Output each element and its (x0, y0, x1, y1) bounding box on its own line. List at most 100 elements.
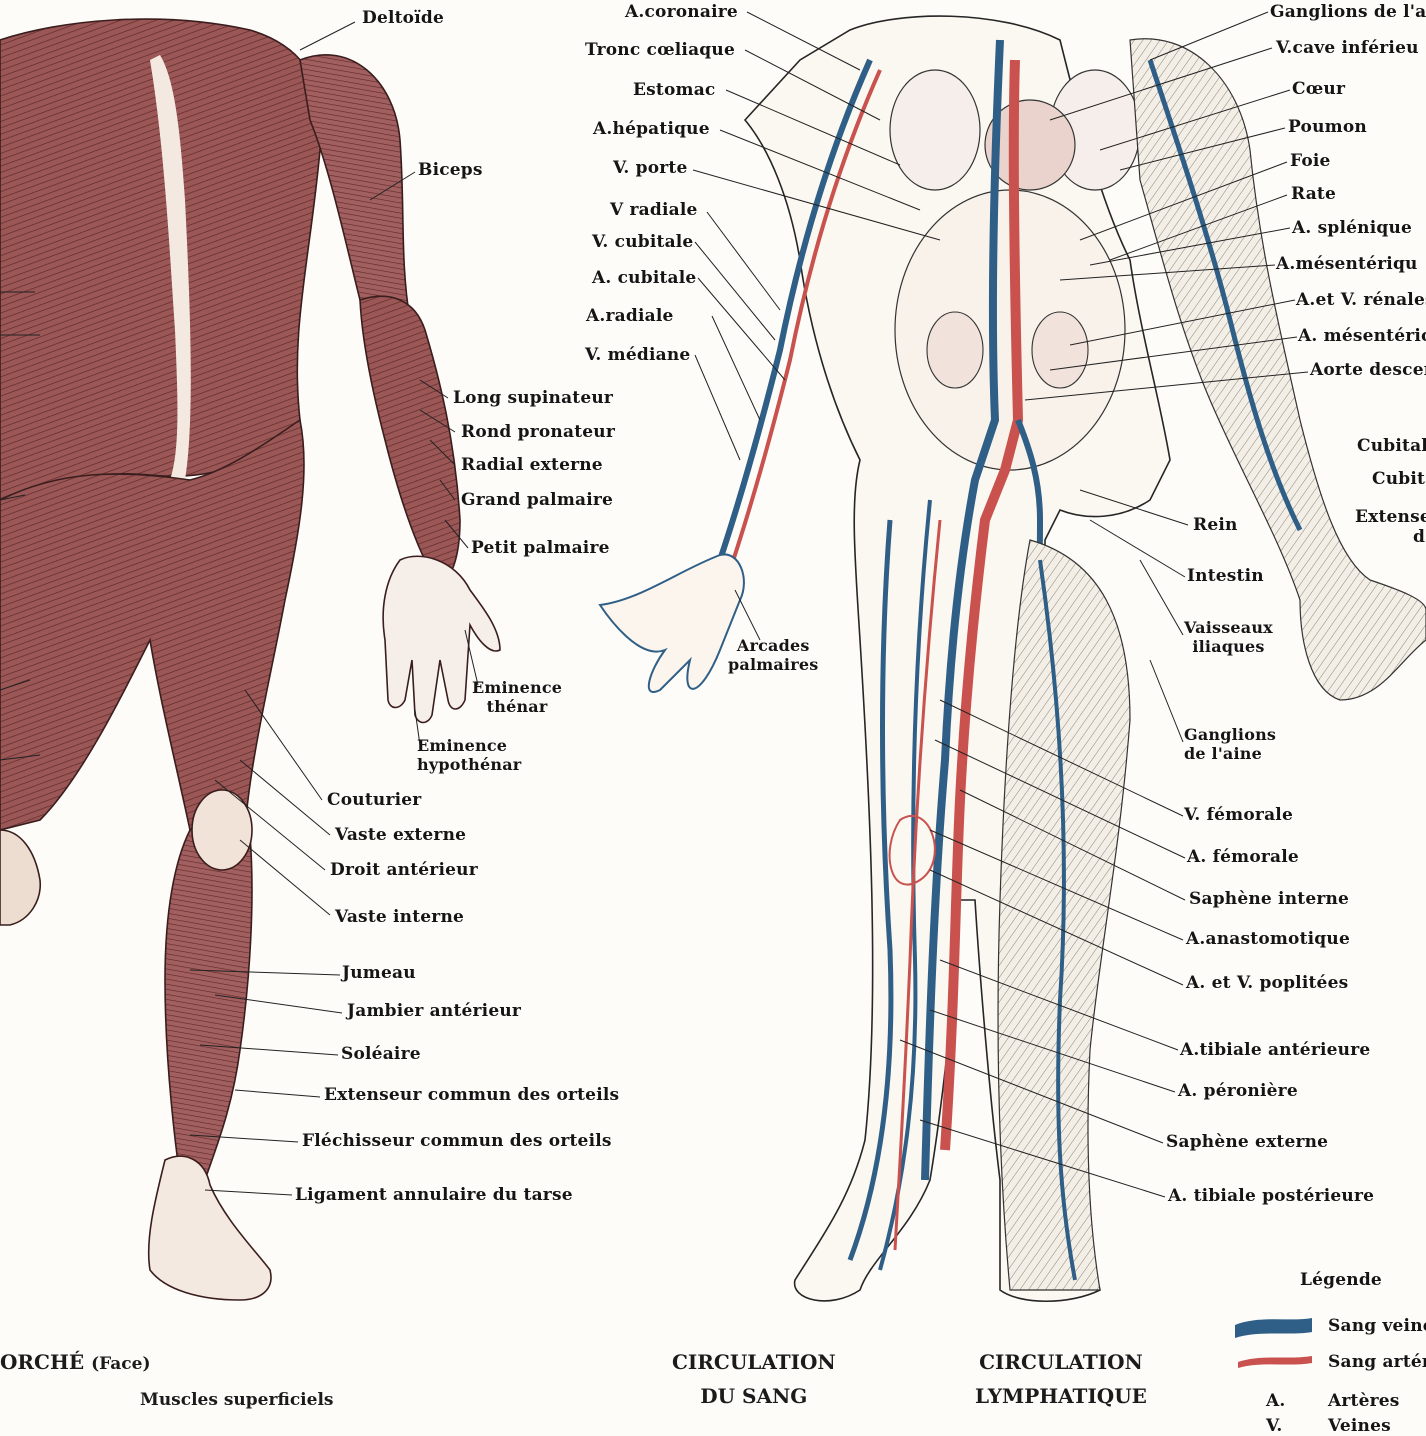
label-saphene-externe: Saphène externe (1166, 1132, 1329, 1152)
blood-aorta (940, 59, 1024, 1151)
label-eminence-hypothenar: Eminence hypothénar (417, 736, 522, 774)
legend-swatch-artery (1238, 1356, 1312, 1368)
legend-item-vein: Sang veine (1328, 1316, 1426, 1336)
label-v-femorale: V. fémorale (1184, 805, 1293, 825)
label-v-mediane: V. médiane (585, 345, 691, 365)
lymph-arm-vein (1147, 59, 1303, 532)
caption-ecorche-line2: Muscles superficiels (140, 1390, 334, 1410)
label-radial-externe: Radial externe (461, 455, 603, 475)
lymph-arm (1129, 38, 1426, 701)
label-aorte-descendante: Aorte descer (1310, 360, 1426, 380)
label-a-cubitale: A. cubitale (592, 268, 697, 288)
label-rond-pronateur: Rond pronateur (461, 422, 615, 442)
caption-ecorche: ORCHÉ (Face) (0, 1350, 151, 1374)
ecorche-left-leg-fragment (0, 829, 41, 926)
label-ganglions-aine: Ganglions de l'aine (1184, 725, 1277, 763)
label-extenseur-d: d (1413, 527, 1426, 547)
label-v-porte: V. porte (613, 158, 688, 178)
label-vaisseaux-iliaques: Vaisseaux iliaques (1184, 618, 1273, 656)
label-jambier-anterieur: Jambier antérieur (347, 1001, 522, 1021)
caption-ecorche-sub: (Face) (91, 1354, 151, 1374)
label-a-radiale: A.radiale (586, 306, 674, 326)
label-cubital: Cubital (1357, 436, 1426, 456)
label-a-peroniere: A. péronière (1178, 1081, 1298, 1101)
label-extenseur-orteils: Extenseur commun des orteils (324, 1085, 620, 1105)
blood-leg-vein-2 (878, 499, 932, 1271)
label-petit-palmaire: Petit palmaire (471, 538, 610, 558)
label-a-v-poplitees: A. et V. poplitées (1186, 973, 1349, 993)
label-a-femorale: A. fémorale (1187, 847, 1299, 867)
caption-circulation-sang: CIRCULATION DU SANG (672, 1350, 836, 1408)
label-ganglions-aisselle: Ganglions de l'a (1270, 2, 1426, 22)
label-saphene-interne: Saphène interne (1189, 889, 1350, 909)
label-a-splenique: A. splénique (1292, 218, 1413, 238)
label-a-tibiale-anterieure: A.tibiale antérieure (1180, 1040, 1371, 1060)
ecorche-forearm (359, 295, 461, 587)
label-a-v-renales: A.et V. rénales (1296, 290, 1426, 310)
caption-circulation-lymphatique: CIRCULATION LYMPHATIQUE (975, 1350, 1147, 1408)
blood-arm-vein (717, 58, 873, 561)
label-vaste-interne: Vaste interne (335, 907, 465, 927)
label-a-anastomotique: A.anastomotique (1186, 929, 1350, 949)
label-a-mesenterique-sup: A.mésentériqu (1276, 254, 1418, 274)
label-a-mesenterique-inf: A. mésentéric (1298, 326, 1426, 346)
label-ligament-tarse: Ligament annulaire du tarse (295, 1185, 573, 1205)
label-v-cubitale: V. cubitale (592, 232, 694, 252)
label-tronc-coeliaque: Tronc cœliaque (585, 40, 735, 60)
leader-lines (0, 11, 1309, 1198)
ecorche-leg (164, 822, 253, 1211)
legend-abbrev-v-key: V. (1266, 1416, 1283, 1436)
label-estomac: Estomac (633, 80, 716, 100)
legend-title: Légende (1300, 1270, 1382, 1290)
label-eminence-thenar: Eminence thénar (472, 678, 563, 716)
blood-arm-artery (728, 69, 882, 571)
ecorche-knee (191, 789, 253, 871)
label-couturier: Couturier (327, 790, 422, 810)
blood-kidney-left (926, 311, 984, 389)
blood-figure (598, 15, 1426, 1302)
label-extenseur: Extense (1355, 507, 1426, 527)
label-rein: Rein (1193, 515, 1238, 535)
label-droit-anterieur: Droit antérieur (330, 860, 478, 880)
ecorche-hand (382, 555, 501, 724)
ecorche-pelvis (0, 418, 305, 831)
legend-abbrev-v-label: Veines (1328, 1416, 1391, 1436)
label-foie: Foie (1290, 151, 1331, 171)
ecorche-figure (0, 18, 501, 1301)
legend-swatches (1235, 1318, 1312, 1368)
label-a-tibiale-posterieure: A. tibiale postérieure (1168, 1186, 1375, 1206)
label-grand-palmaire: Grand palmaire (461, 490, 614, 510)
blood-kidney-right (1031, 311, 1089, 389)
label-intestin: Intestin (1187, 566, 1264, 586)
ecorche-foot (147, 1155, 272, 1301)
blood-knee-network (888, 815, 936, 886)
caption-ecorche-title: ORCHÉ (0, 1350, 85, 1374)
label-a-coronaire: A.coronaire (625, 2, 738, 22)
label-rate: Rate (1291, 184, 1337, 204)
legend-abbrev-a-label: Artères (1328, 1391, 1400, 1411)
legend-swatch-vein (1235, 1318, 1312, 1338)
blood-vena-cava (921, 39, 1004, 1181)
label-a-hepatique: A.hépatique (593, 119, 710, 139)
label-biceps: Biceps (418, 160, 483, 180)
legend-abbrev-a-key: A. (1266, 1391, 1286, 1411)
blood-leg-artery (893, 519, 942, 1251)
label-jumeau: Jumeau (342, 963, 416, 983)
label-deltoide: Deltoïde (362, 8, 444, 28)
label-v-cave-inferieure: V.cave inférieu (1276, 38, 1419, 58)
label-cubital-2: Cubita (1372, 469, 1426, 489)
label-poumon: Poumon (1288, 117, 1367, 137)
ecorche-linea-alba (150, 55, 191, 480)
label-long-supinateur: Long supinateur (453, 388, 614, 408)
label-flechisseur-orteils: Fléchisseur commun des orteils (302, 1131, 612, 1151)
blood-lung-left (889, 69, 981, 191)
label-v-radiale: V radiale (610, 200, 698, 220)
label-vaste-externe: Vaste externe (335, 825, 467, 845)
label-coeur: Cœur (1292, 79, 1346, 99)
legend-item-artery: Sang artér (1328, 1352, 1426, 1372)
blood-heart (984, 99, 1076, 191)
lymph-leg-vein (1038, 559, 1077, 1281)
blood-hand (598, 553, 745, 693)
